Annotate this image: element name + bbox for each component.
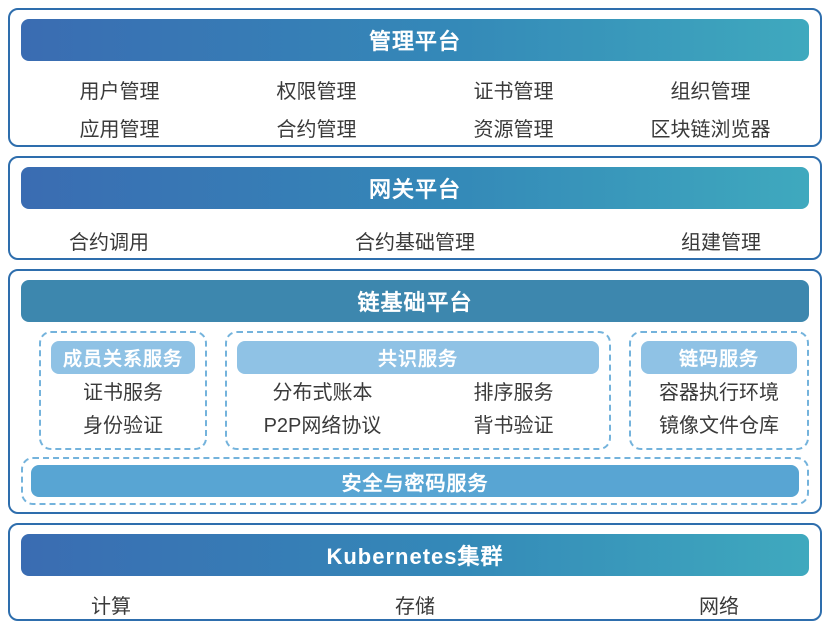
security-service-box: 安全与密码服务 [21, 457, 809, 505]
chaincode-service-title: 链码服务 [678, 349, 759, 370]
consensus-item-ordering: 排序服务 [473, 382, 554, 404]
member-service-box: 成员关系服务 证书服务 身份验证 [39, 331, 207, 450]
management-item-contract: 合约管理 [276, 119, 357, 141]
chaincode-service-header: 链码服务 [641, 341, 797, 374]
panel-kubernetes: Kubernetes集群 计算 存储 网络 [8, 523, 822, 621]
consensus-service-items: 分布式账本 排序服务 P2P网络协议 背书验证 [227, 377, 609, 443]
security-service-title: 安全与密码服务 [341, 472, 489, 495]
member-service-header: 成员关系服务 [51, 341, 195, 374]
kubernetes-header: Kubernetes集群 [21, 534, 809, 576]
gateway-title: 网关平台 [368, 177, 461, 202]
consensus-service-box: 共识服务 分布式账本 排序服务 P2P网络协议 背书验证 [225, 331, 611, 450]
management-item-resource: 资源管理 [473, 119, 554, 141]
chaincode-service-items: 容器执行环境 镜像文件仓库 [631, 377, 807, 443]
gateway-item-contract-invoke: 合约调用 [69, 232, 149, 254]
management-title: 管理平台 [368, 29, 461, 54]
management-item-certificate: 证书管理 [473, 81, 554, 103]
management-item-user: 用户管理 [79, 81, 160, 103]
management-item-organization: 组织管理 [670, 81, 751, 103]
panel-gateway: 网关平台 合约调用 合约基础管理 组建管理 [8, 156, 822, 260]
consensus-item-ledger: 分布式账本 [272, 382, 373, 404]
security-service-bar: 安全与密码服务 [31, 465, 799, 497]
consensus-item-p2p: P2P网络协议 [263, 415, 382, 437]
kubernetes-title: Kubernetes集群 [326, 544, 504, 569]
management-items: 用户管理 权限管理 证书管理 组织管理 应用管理 合约管理 资源管理 区块链浏览… [21, 75, 809, 142]
member-item-identity: 身份验证 [83, 415, 163, 437]
member-service-items: 证书服务 身份验证 [41, 377, 205, 443]
consensus-service-header: 共识服务 [237, 341, 599, 374]
gateway-items: 合约调用 合约基础管理 组建管理 [21, 226, 809, 255]
kubernetes-items: 计算 存储 网络 [21, 590, 809, 619]
gateway-item-contract-base: 合约基础管理 [355, 232, 475, 254]
member-service-title: 成员关系服务 [62, 349, 183, 370]
chaincode-service-box: 链码服务 容器执行环境 镜像文件仓库 [629, 331, 809, 450]
panel-management: 管理平台 用户管理 权限管理 证书管理 组织管理 应用管理 合约管理 资源管理 … [8, 8, 822, 147]
chaincode-item-container: 容器执行环境 [659, 382, 779, 404]
kubernetes-item-network: 网络 [699, 596, 739, 618]
kubernetes-item-storage: 存储 [395, 596, 435, 618]
chain-header: 链基础平台 [21, 280, 809, 322]
chain-service-boxes: 成员关系服务 证书服务 身份验证 共识服务 分布式账本 排序服务 P2P网络协议… [39, 331, 809, 450]
chaincode-item-image-repo: 镜像文件仓库 [659, 415, 779, 437]
chain-title: 链基础平台 [357, 290, 473, 315]
management-item-blockchain-browser: 区块链浏览器 [650, 119, 771, 141]
panel-chain: 链基础平台 成员关系服务 证书服务 身份验证 共识服务 分布式账本 排序服务 [8, 269, 822, 514]
consensus-item-endorse: 背书验证 [473, 415, 554, 437]
kubernetes-item-compute: 计算 [91, 596, 131, 618]
gateway-item-component: 组建管理 [681, 232, 761, 254]
gateway-header: 网关平台 [21, 167, 809, 209]
consensus-service-title: 共识服务 [377, 349, 458, 370]
member-item-certificate: 证书服务 [83, 382, 163, 404]
management-item-permission: 权限管理 [276, 81, 357, 103]
management-header: 管理平台 [21, 19, 809, 61]
management-item-application: 应用管理 [79, 119, 160, 141]
